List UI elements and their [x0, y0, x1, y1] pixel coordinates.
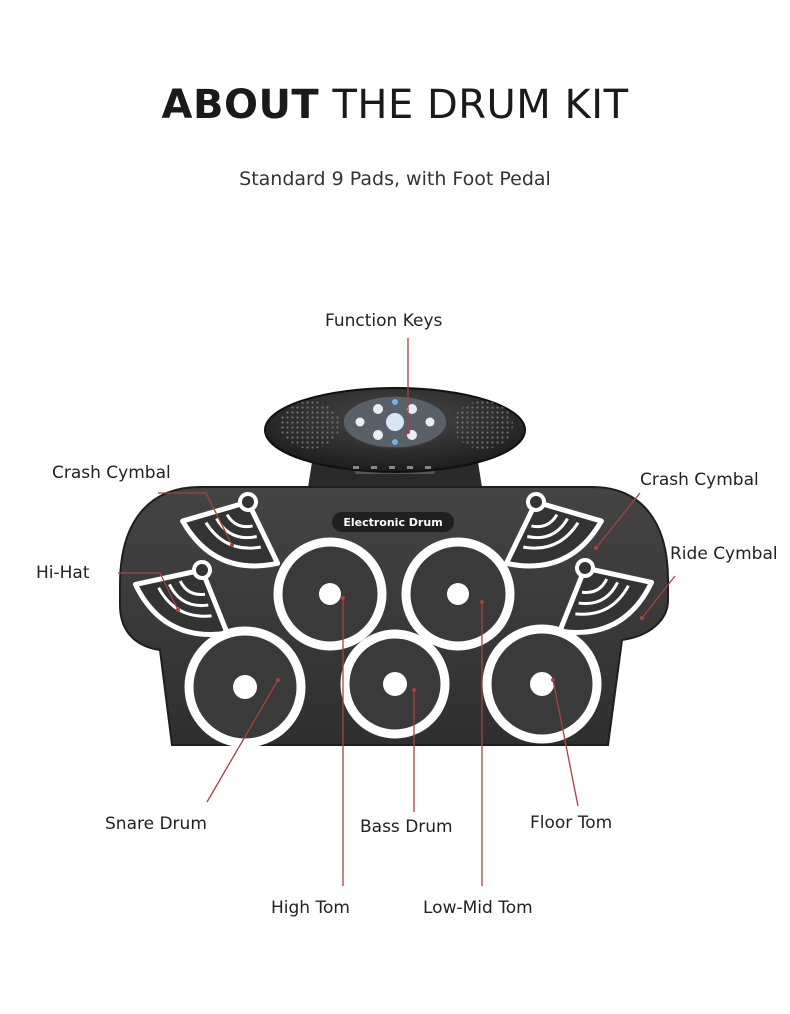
function-key-center[interactable] [386, 413, 404, 431]
leader-ride-cymbal [641, 575, 676, 619]
label-crash-cymbal-right: Crash Cymbal [640, 470, 759, 490]
floor-tom-pad[interactable] [482, 624, 602, 744]
low-mid-tom-pad[interactable] [401, 537, 515, 651]
label-high-tom: High Tom [271, 898, 350, 918]
label-bass-drum: Bass Drum [360, 817, 453, 837]
function-key[interactable] [407, 404, 417, 414]
page-subtitle: Standard 9 Pads, with Foot Pedal [239, 168, 551, 190]
snare-drum-pad[interactable] [184, 626, 306, 748]
left-speaker-grille [280, 401, 340, 449]
crash-cymbal-left-pad[interactable] [175, 474, 299, 581]
high-tom-pad[interactable] [273, 537, 387, 651]
page-title: ABOUT THE DRUM KIT [0, 82, 790, 128]
leader-lines [118, 338, 676, 886]
function-key[interactable] [373, 430, 383, 440]
right-speaker-grille [453, 401, 513, 449]
leader-crash-cymbal-left [158, 492, 233, 546]
label-snare-drum: Snare Drum [105, 814, 207, 834]
crash-cymbal-right-pad[interactable] [485, 474, 609, 581]
bass-drum-pad[interactable] [340, 629, 450, 739]
title-rest: THE DRUM KIT [332, 82, 629, 128]
label-crash-cymbal-left: Crash Cymbal [52, 463, 171, 483]
label-hi-hat: Hi-Hat [36, 563, 90, 583]
label-floor-tom: Floor Tom [530, 813, 613, 833]
leader-crash-cymbal-right [595, 492, 641, 549]
leader-snare-drum [206, 679, 279, 803]
function-key[interactable] [425, 417, 435, 427]
label-ride-cymbal: Ride Cymbal [670, 544, 778, 564]
title-bold: ABOUT [161, 82, 320, 128]
hi-hat-pad[interactable] [127, 539, 252, 651]
control-module [264, 387, 526, 473]
label-function-keys: Function Keys [325, 311, 443, 331]
leader-floor-tom [552, 679, 579, 807]
function-key[interactable] [373, 404, 383, 414]
function-key[interactable] [355, 417, 365, 427]
device-label: Electronic Drum [343, 516, 442, 529]
label-low-mid-tom: Low-Mid Tom [423, 898, 533, 918]
leader-hi-hat [118, 572, 179, 611]
device-label-plate [332, 512, 454, 532]
